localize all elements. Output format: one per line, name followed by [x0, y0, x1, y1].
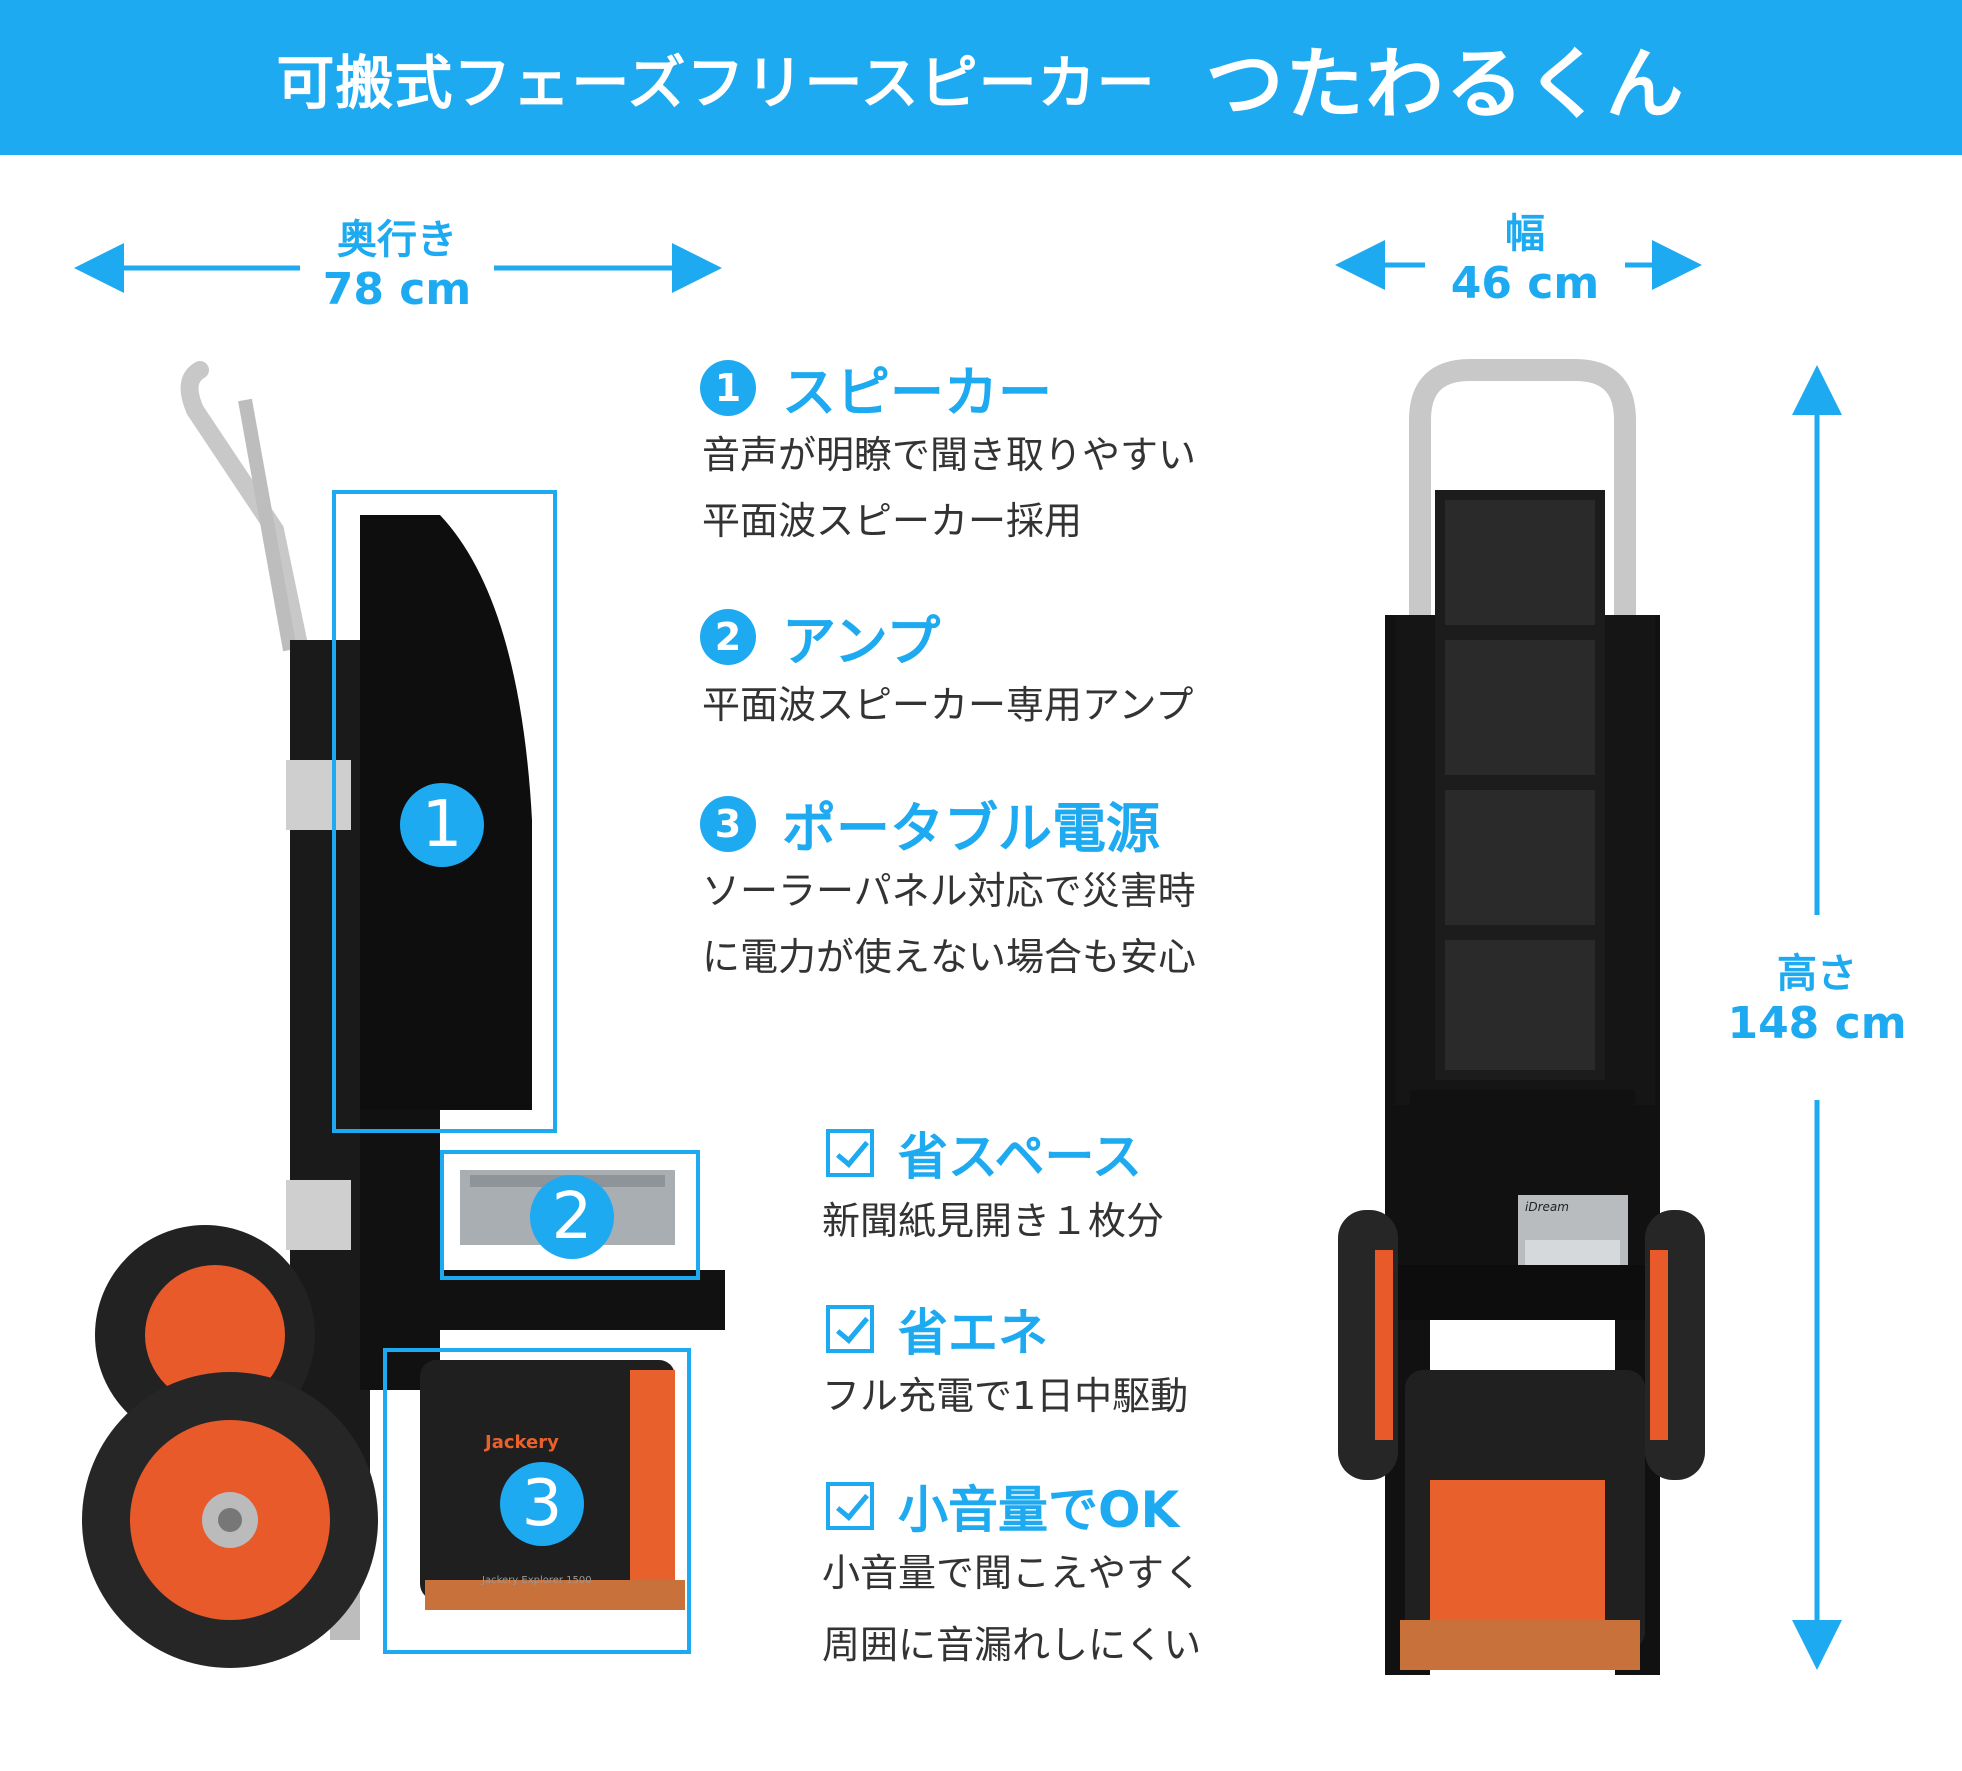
- callout-speaker-number: 1: [400, 783, 484, 867]
- checkbox-icon: [826, 1482, 874, 1530]
- width-dimension: 幅 46 cm: [1425, 210, 1625, 310]
- amp-brand-label: iDream: [1525, 1200, 1569, 1214]
- height-label: 高さ: [1777, 951, 1857, 997]
- checkbox-icon: [826, 1305, 874, 1353]
- header-title-bar: 可搬式フェーズフリースピーカー つたわるくん: [0, 0, 1962, 155]
- side-view-cart: [82, 361, 725, 1668]
- component-battery-desc: ソーラーパネル対応で災害時 に電力が使えない場合も安心: [702, 869, 1197, 979]
- feature-volume-desc: 小音量で聞こえやすく 周囲に音漏れしにくい: [822, 1551, 1203, 1667]
- height-value: 148 cm: [1727, 998, 1907, 1049]
- width-label: 幅: [1505, 211, 1545, 257]
- battery-model-label: Jackery Explorer 1500: [482, 1575, 592, 1586]
- callout-amp-box: [440, 1150, 700, 1280]
- front-view-cart: [1338, 359, 1705, 1675]
- number-circle-icon: 1: [700, 359, 756, 416]
- product-name: つたわるくん: [1205, 39, 1686, 130]
- height-dimension: 高さ 148 cm: [1717, 950, 1917, 1050]
- callout-amp-number: 2: [530, 1175, 614, 1259]
- component-battery-title: 3 ポータブル電源: [700, 784, 1160, 863]
- callout-battery-box: [383, 1348, 691, 1654]
- depth-label: 奥行き: [337, 217, 457, 263]
- feature-space-title: 省スペース: [826, 1117, 1142, 1189]
- battery-brand-label: Jackery: [485, 1432, 559, 1453]
- depth-value: 78 cm: [322, 264, 472, 315]
- header-banner: [0, 0, 1962, 155]
- number-circle-icon: 3: [700, 795, 756, 852]
- header-title: 可搬式フェーズフリースピーカー: [276, 48, 1156, 117]
- feature-volume-title: 小音量でOK: [826, 1470, 1179, 1542]
- component-amp-desc: 平面波スピーカー専用アンプ: [702, 683, 1194, 727]
- width-value: 46 cm: [1450, 258, 1600, 309]
- feature-energy-title: 省エネ: [826, 1293, 1048, 1365]
- feature-space-desc: 新聞紙見開き１枚分: [822, 1199, 1165, 1243]
- depth-dimension: 奥行き 78 cm: [300, 216, 494, 316]
- feature-energy-desc: フル充電で1日中駆動: [822, 1374, 1189, 1418]
- callout-speaker-box: [332, 490, 557, 1133]
- component-amp-title: 2 アンプ: [700, 597, 940, 676]
- number-circle-icon: 2: [700, 608, 756, 665]
- component-speaker-title: 1 スピーカー: [700, 348, 1052, 427]
- checkbox-icon: [826, 1129, 874, 1177]
- callout-battery-number: 3: [500, 1462, 584, 1546]
- component-speaker-desc: 音声が明瞭で聞き取りやすい 平面波スピーカー採用: [702, 433, 1197, 543]
